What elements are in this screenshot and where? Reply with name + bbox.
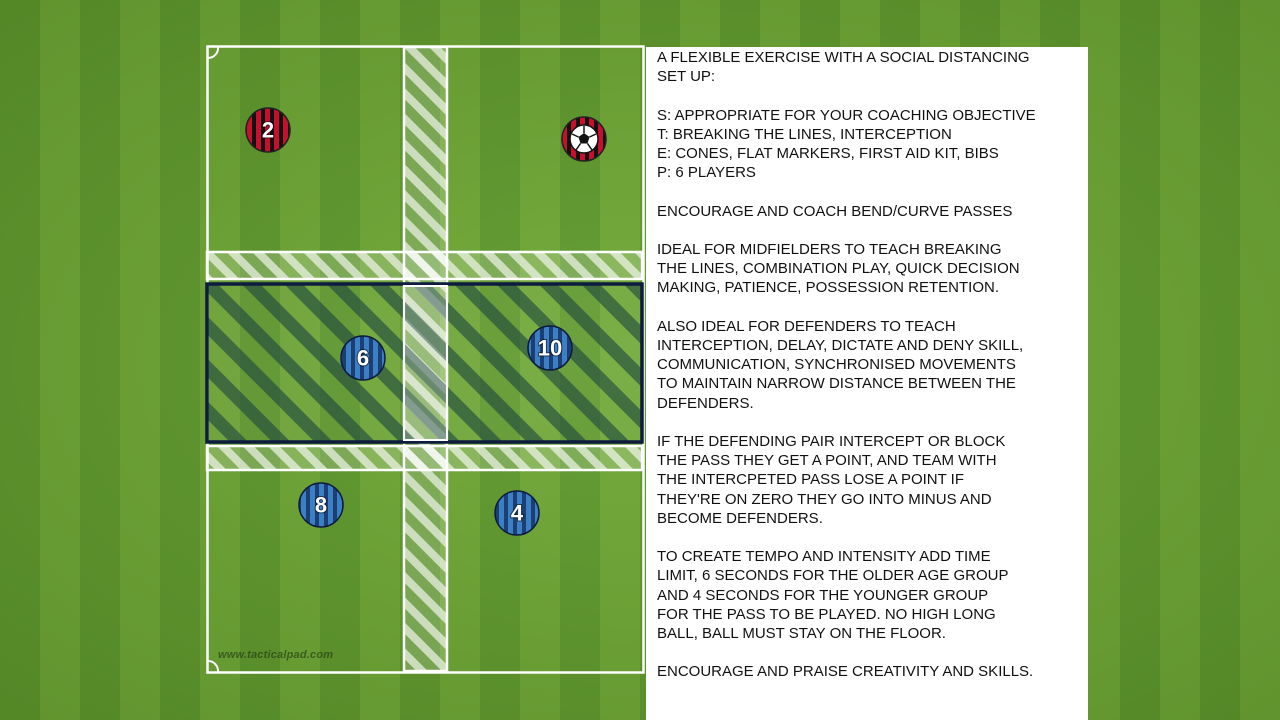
instructions-paragraph-midfielders: IDEAL FOR MIDFIELDERS TO TEACH BREAKING …	[657, 240, 1020, 297]
lower-neutral-band	[205, 444, 644, 472]
player-6-marker	[340, 335, 386, 381]
watermark: www.tacticalpad.com	[218, 649, 334, 661]
player-10[interactable]: 10	[527, 325, 573, 371]
player-2-number: 2	[262, 118, 274, 143]
player-4-number: 4	[511, 501, 524, 526]
player-2-marker	[245, 107, 291, 153]
instructions-paragraph-title: A FLEXIBLE EXERCISE WITH A SOCIAL DISTAN…	[657, 49, 1030, 86]
player-8-marker	[298, 482, 344, 528]
player-10-marker	[527, 325, 573, 371]
instructions-paragraph-creativity: ENCOURAGE AND PRAISE CREATIVITY AND SKIL…	[657, 663, 1034, 681]
player-6[interactable]: 6	[340, 335, 386, 381]
player-10-number: 10	[538, 336, 562, 361]
football-icon	[569, 124, 599, 154]
player-4-marker	[494, 490, 540, 536]
defending-zone	[205, 282, 644, 444]
instructions-paragraph-step: S: APPROPRIATE FOR YOUR COACHING OBJECTI…	[657, 106, 1036, 182]
player-2[interactable]: 2	[245, 107, 291, 153]
instructions-panel: A FLEXIBLE EXERCISE WITH A SOCIAL DISTAN…	[646, 47, 1088, 720]
instructions-paragraph-scoring: IF THE DEFENDING PAIR INTERCEPT OR BLOCK…	[657, 432, 1006, 527]
instructions-paragraph-passes: ENCOURAGE AND COACH BEND/CURVE PASSES	[657, 202, 1013, 220]
ball-carrier[interactable]	[561, 116, 607, 162]
defending-zone-corridor-overlay	[403, 285, 448, 441]
instructions-paragraph-defenders: ALSO IDEAL FOR DEFENDERS TO TEACH INTERC…	[657, 317, 1024, 412]
instructions-paragraph-tempo: TO CREATE TEMPO AND INTENSITY ADD TIME L…	[657, 548, 1009, 642]
player-4[interactable]: 4	[494, 490, 540, 536]
player-8[interactable]: 8	[298, 482, 344, 528]
corner-arc-bottom-left	[207, 659, 220, 673]
corner-arc-top-left	[207, 46, 220, 60]
upper-neutral-band	[205, 250, 644, 281]
player-6-number: 6	[357, 346, 369, 371]
player-8-number: 8	[315, 493, 327, 518]
